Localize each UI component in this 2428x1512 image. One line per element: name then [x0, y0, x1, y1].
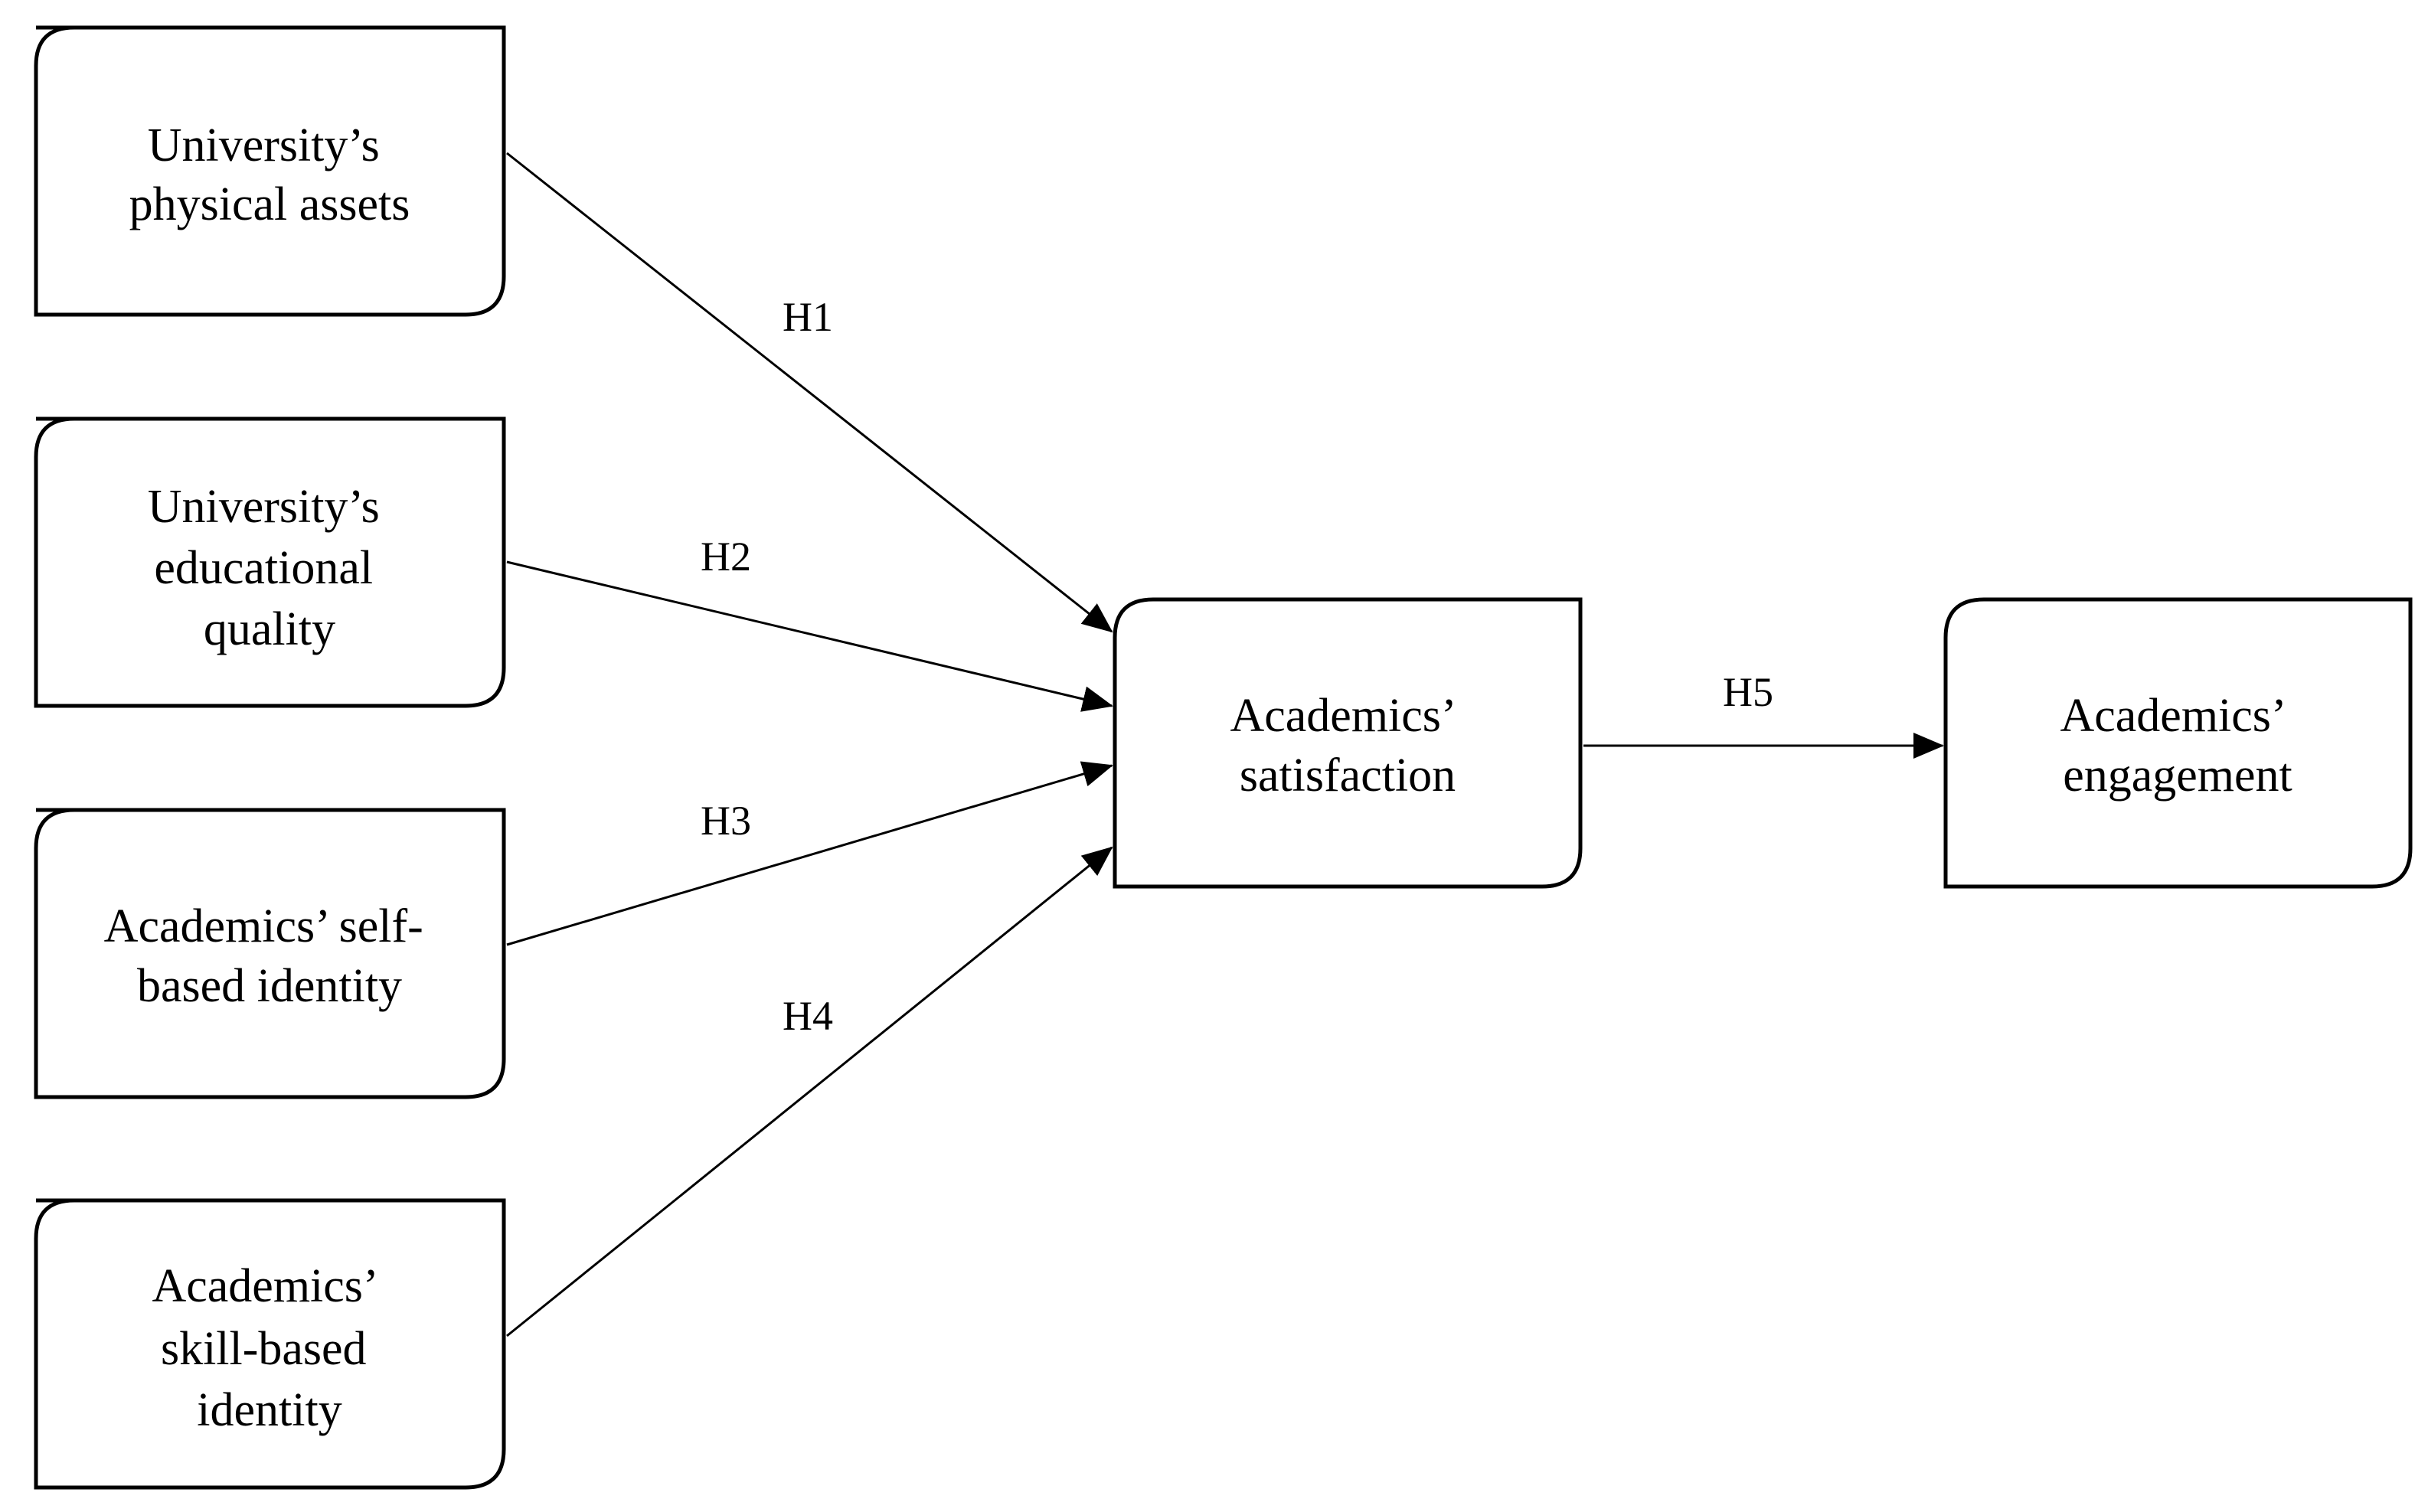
edge-label-h1: H1	[783, 294, 833, 340]
node-engagement: Academics’ engagement	[1943, 597, 2413, 889]
node-skill-identity-label: Academics’ skill-based identity	[152, 1260, 387, 1436]
node-educational-quality-box	[34, 416, 506, 708]
edge-labels-group: H1 H2 H3 H4 H5	[701, 294, 1773, 1039]
node-self-identity: Academics’ self- based identity	[34, 808, 506, 1099]
node-educational-quality-line-2: educational	[154, 542, 373, 594]
edge-label-h5: H5	[1723, 669, 1773, 715]
node-satisfaction: Academics’ satisfaction	[1113, 597, 1583, 889]
node-skill-identity: Academics’ skill-based identity	[34, 1198, 506, 1490]
edge-h2-line	[506, 560, 1113, 712]
node-self-identity-box	[34, 808, 506, 1099]
edges-group	[506, 152, 1944, 1337]
node-physical-assets-line-1: University’s	[148, 119, 380, 171]
edge-h1-line	[506, 152, 1113, 633]
node-engagement-line-2: engagement	[2063, 749, 2292, 802]
node-educational-quality-label: University’s educational quality	[148, 481, 392, 655]
node-physical-assets: University’s physical assets	[34, 25, 506, 317]
node-physical-assets-box	[34, 25, 506, 317]
node-satisfaction-label: Academics’ satisfaction	[1230, 690, 1466, 802]
node-skill-identity-line-3: identity	[197, 1384, 341, 1436]
edge-h4-line	[506, 846, 1113, 1337]
node-educational-quality: University’s educational quality	[34, 416, 506, 708]
edge-label-h2: H2	[701, 534, 751, 580]
node-physical-assets-line-2: physical assets	[129, 178, 410, 230]
node-skill-identity-line-2: skill-based	[161, 1323, 367, 1375]
node-satisfaction-line-2: satisfaction	[1240, 749, 1456, 802]
edge-label-h3: H3	[701, 798, 751, 844]
node-self-identity-label: Academics’ self- based identity	[104, 900, 436, 1012]
node-educational-quality-line-1: University’s	[148, 481, 380, 533]
node-physical-assets-label: University’s physical assets	[129, 119, 410, 230]
node-engagement-label: Academics’ engagement	[2060, 690, 2296, 802]
node-engagement-box	[1943, 597, 2413, 889]
node-self-identity-line-2: based identity	[137, 960, 402, 1012]
node-educational-quality-line-3: quality	[204, 603, 335, 655]
node-skill-identity-box	[34, 1198, 506, 1490]
node-satisfaction-box	[1113, 597, 1583, 889]
edge-h3-line	[506, 761, 1113, 946]
edge-label-h4: H4	[783, 993, 833, 1039]
node-self-identity-line-1: Academics’ self-	[104, 900, 423, 952]
node-satisfaction-line-1: Academics’	[1230, 690, 1453, 742]
node-skill-identity-line-1: Academics’	[152, 1260, 375, 1312]
node-engagement-line-1: Academics’	[2060, 690, 2283, 742]
